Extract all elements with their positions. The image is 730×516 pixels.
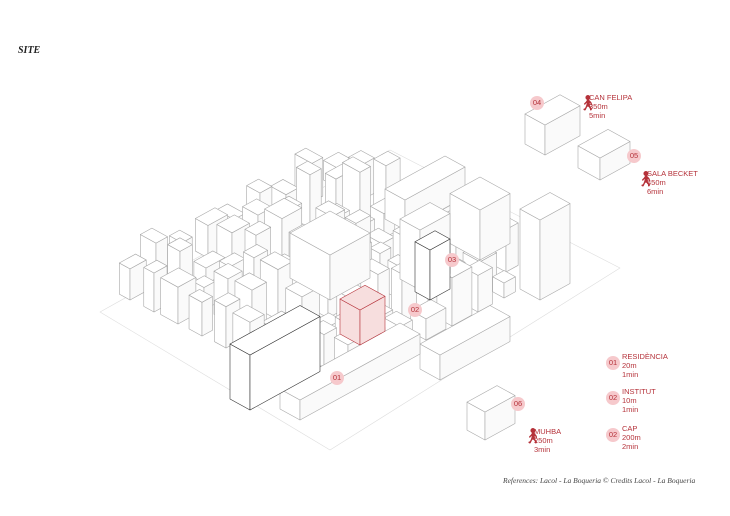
legend-marker: 02 — [606, 391, 620, 405]
building-face — [383, 310, 413, 328]
marker-04: 04 — [530, 96, 544, 110]
building-face — [232, 304, 265, 323]
building-face — [289, 210, 371, 256]
destination-name: SALA BECKET — [647, 169, 698, 178]
building-face — [466, 385, 516, 413]
legend-distance: 20m — [622, 361, 637, 370]
legend-time: 1min — [622, 405, 639, 414]
building-face — [160, 267, 197, 288]
destination-distance: 450m — [647, 178, 666, 187]
legend-distance: 200m — [622, 433, 641, 442]
destination-time: 3min — [534, 445, 551, 454]
destination-distance: 250m — [534, 436, 553, 445]
legend-name: CAP — [622, 424, 638, 433]
destination-muhba: MUHBA 250m 3min — [534, 427, 561, 454]
building-face — [384, 155, 466, 201]
legend-distance: 10m — [622, 396, 637, 405]
building-face — [140, 227, 168, 244]
legend-institut: INSTITUT 10m 1min — [622, 387, 656, 414]
building-face — [119, 262, 131, 301]
building-face — [369, 241, 392, 254]
marker-02: 02 — [408, 303, 422, 317]
building-face — [243, 244, 268, 259]
building-face — [344, 209, 371, 224]
destination-time: 6min — [647, 187, 664, 196]
building-face — [234, 272, 267, 291]
building-face — [539, 203, 571, 301]
building-face — [167, 237, 193, 252]
legend-name: INSTITUT — [622, 387, 656, 396]
building-face — [373, 150, 401, 167]
building-face — [419, 305, 511, 356]
building-face — [143, 259, 168, 274]
building-face — [193, 250, 226, 269]
legend-time: 1min — [622, 370, 639, 379]
walking-person-icon: 🚶︎ — [636, 171, 656, 188]
building-face — [216, 214, 250, 234]
building-face — [492, 270, 516, 284]
building-face — [143, 267, 155, 313]
destination-name: CAN FELIPA — [589, 93, 633, 102]
building-face — [342, 156, 371, 173]
building-face — [294, 147, 324, 164]
building-face — [213, 263, 243, 280]
walking-person-icon: 🚶︎ — [523, 428, 543, 445]
project-building-institut — [339, 284, 386, 311]
building-face — [214, 292, 241, 307]
destination-distance: 350m — [589, 102, 608, 111]
walking-person-icon: 🚶︎ — [578, 95, 598, 112]
marker-06: 06 — [511, 397, 525, 411]
legend-marker: 02 — [606, 428, 620, 442]
marker-03: 03 — [445, 253, 459, 267]
references-credits: References: Lacol - La Boqueria © Credit… — [503, 476, 696, 485]
project-building-residencia — [229, 305, 321, 356]
building-face — [296, 160, 322, 176]
building-face — [264, 197, 302, 219]
destination-name: MUHBA — [534, 427, 562, 436]
project-building-residencia — [229, 343, 251, 411]
building-face — [449, 176, 511, 211]
building-face — [519, 192, 571, 221]
legend-cap: CAP 200m 2min — [622, 424, 641, 451]
building-face — [119, 253, 147, 270]
building-face — [246, 178, 273, 194]
destination-time: 5min — [589, 111, 606, 120]
legend-time: 2min — [622, 442, 639, 451]
legend-residencia: RESIDÈNCIA 20m 1min — [622, 352, 668, 379]
destination-sala-becket: SALA BECKET 450m 6min — [647, 169, 698, 196]
marker-01: 01 — [330, 371, 344, 385]
project-building-cap — [414, 230, 451, 251]
building-face — [399, 202, 451, 231]
destination-can-felipa: CAN FELIPA 350m 5min — [589, 93, 632, 120]
building-face — [214, 300, 227, 349]
legend-marker: 01 — [606, 356, 620, 370]
building-face — [244, 220, 271, 236]
legend-name: RESIDÈNCIA — [622, 352, 668, 361]
building-face — [201, 296, 213, 337]
page-title: SITE — [18, 45, 41, 56]
building-face — [524, 94, 581, 126]
project-building-cap — [414, 241, 431, 301]
building-face — [188, 289, 213, 303]
building-face — [519, 208, 541, 301]
marker-05: 05 — [627, 149, 641, 163]
building-face — [195, 207, 228, 226]
building-face — [577, 129, 631, 159]
